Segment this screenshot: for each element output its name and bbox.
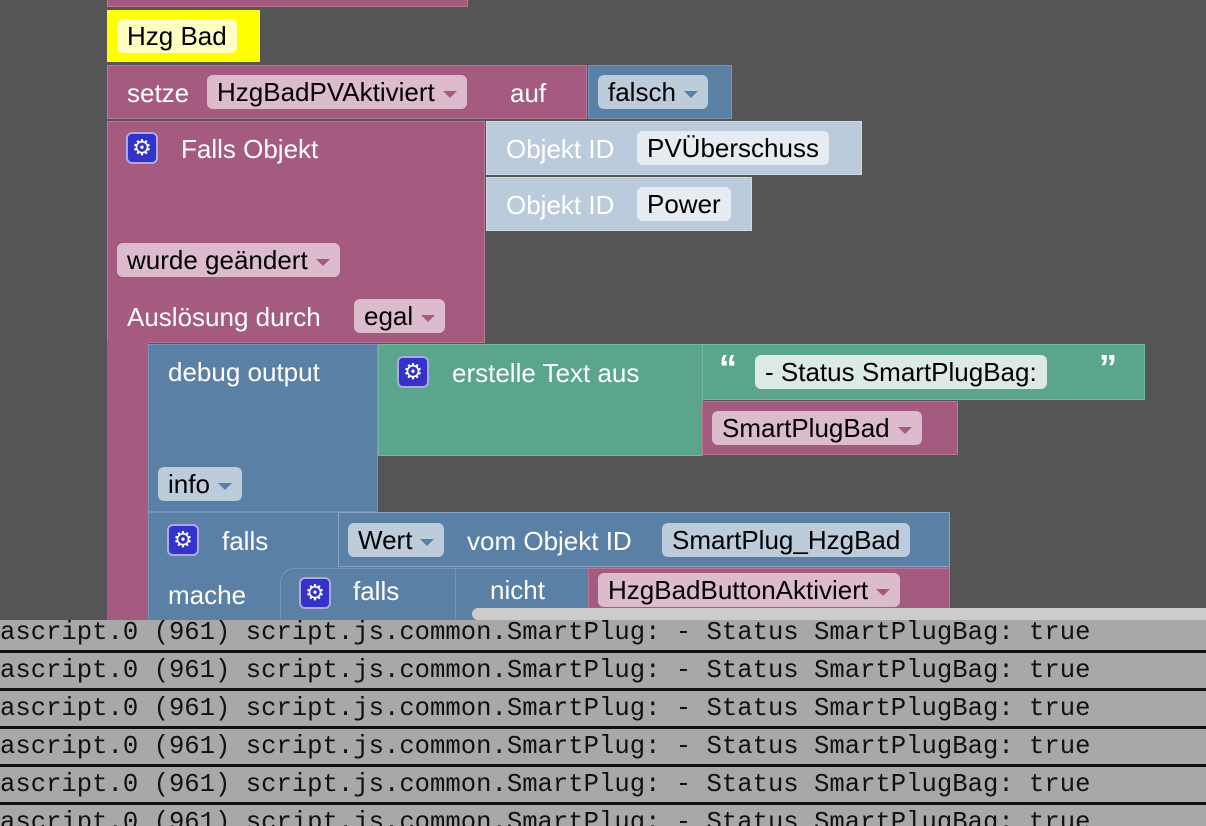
inner-if-label: falls [353, 576, 400, 606]
variable-name: HzgBadPVAktiviert [217, 77, 435, 107]
log-row: ascript.0 (961) script.js.common.SmartPl… [0, 805, 1206, 826]
variable-dropdown[interactable]: HzgBadPVAktiviert [207, 75, 467, 109]
value-mode: Wert [358, 525, 413, 555]
chevron-down-icon [897, 426, 912, 434]
log-row: ascript.0 (961) script.js.common.SmartPl… [0, 653, 1206, 688]
change-mode-dropdown[interactable]: wurde geändert [117, 243, 340, 277]
text-join-label: erstelle Text aus [452, 358, 640, 388]
trigger-label: Falls Objekt [181, 134, 319, 164]
boolean-dropdown[interactable]: falsch [598, 75, 708, 109]
text-literal-block[interactable]: “ - Status SmartPlugBag: ” [702, 344, 1145, 400]
variable-dropdown[interactable]: HzgBadButtonAktiviert [598, 573, 901, 607]
variable-name: HzgBadButtonAktiviert [608, 575, 869, 605]
chevron-down-icon [442, 90, 457, 98]
value-mode-dropdown[interactable]: Wert [348, 523, 445, 557]
comment-block[interactable]: Hzg Bad [107, 10, 260, 62]
gear-icon[interactable]: ⚙ [397, 356, 429, 388]
log-level-dropdown[interactable]: info [158, 467, 242, 501]
chevron-down-icon [315, 258, 330, 266]
trigger-block[interactable]: ⚙ Falls Objekt wurde geändert Auslösung … [107, 121, 485, 343]
log-panel: ascript.0 (961) script.js.common.SmartPl… [0, 620, 1206, 826]
object-id-block[interactable]: Objekt ID PVÜberschuss [486, 121, 862, 175]
quote-open-icon: “ [719, 347, 737, 388]
boolean-value: falsch [608, 77, 676, 107]
log-row: ascript.0 (961) script.js.common.SmartPl… [0, 691, 1206, 726]
not-label: nicht [490, 575, 545, 605]
variable-dropdown[interactable]: SmartPlugBad [712, 411, 922, 445]
from-object-label: vom Objekt ID [467, 526, 632, 556]
chevron-down-icon [217, 482, 232, 490]
ack-value: egal [364, 301, 414, 331]
object-id-block[interactable]: Objekt ID Power [486, 177, 752, 231]
log-level-value: info [168, 469, 210, 499]
gear-icon[interactable]: ⚙ [299, 577, 331, 609]
variable-block[interactable]: SmartPlugBad [702, 401, 958, 455]
log-row: ascript.0 (961) script.js.common.SmartPl… [0, 767, 1206, 802]
object-id-label: Objekt ID [506, 134, 615, 164]
chevron-down-icon [876, 588, 891, 596]
variable-name: SmartPlugBad [722, 413, 890, 443]
chevron-down-icon [683, 90, 698, 98]
chevron-down-icon [420, 538, 435, 546]
to-label: auf [510, 78, 547, 108]
debug-output-block[interactable]: debug output info [148, 344, 378, 512]
blockly-workspace[interactable]: Hzg Bad setze HzgBadPVAktiviert auf fals… [0, 0, 1206, 638]
gear-icon[interactable]: ⚙ [126, 132, 158, 164]
get-value-block[interactable]: Wert vom Objekt ID SmartPlug_HzgBad [338, 512, 950, 567]
comment-text[interactable]: Hzg Bad [117, 19, 237, 53]
ack-dropdown[interactable]: egal [354, 299, 446, 333]
text-join-block[interactable]: ⚙ erstelle Text aus [378, 344, 703, 456]
set-label: setze [127, 78, 190, 108]
do-label: mache [168, 580, 247, 610]
debug-label: debug output [168, 357, 320, 387]
object-id-label: Objekt ID [506, 190, 615, 220]
ack-label: Auslösung durch [127, 302, 321, 332]
text-field[interactable]: - Status SmartPlugBag: [755, 355, 1047, 389]
log-row: ascript.0 (961) script.js.common.SmartPl… [0, 729, 1206, 764]
if-label: falls [222, 526, 269, 556]
object-id-field[interactable]: SmartPlug_HzgBad [662, 523, 911, 557]
object-id-field[interactable]: PVÜberschuss [637, 131, 829, 165]
gear-icon[interactable]: ⚙ [167, 524, 199, 556]
chevron-down-icon [421, 314, 436, 322]
previous-block-edge[interactable] [107, 0, 468, 7]
set-variable-block[interactable]: setze HzgBadPVAktiviert auf [107, 65, 587, 119]
quote-close-icon: ” [1099, 347, 1117, 388]
change-mode-value: wurde geändert [127, 245, 308, 275]
log-row: ascript.0 (961) script.js.common.SmartPl… [0, 620, 1206, 650]
trigger-block-arm [107, 340, 149, 620]
object-id-field[interactable]: Power [637, 187, 731, 221]
boolean-block[interactable]: falsch [588, 65, 732, 119]
horizontal-scrollbar[interactable] [472, 608, 1206, 620]
